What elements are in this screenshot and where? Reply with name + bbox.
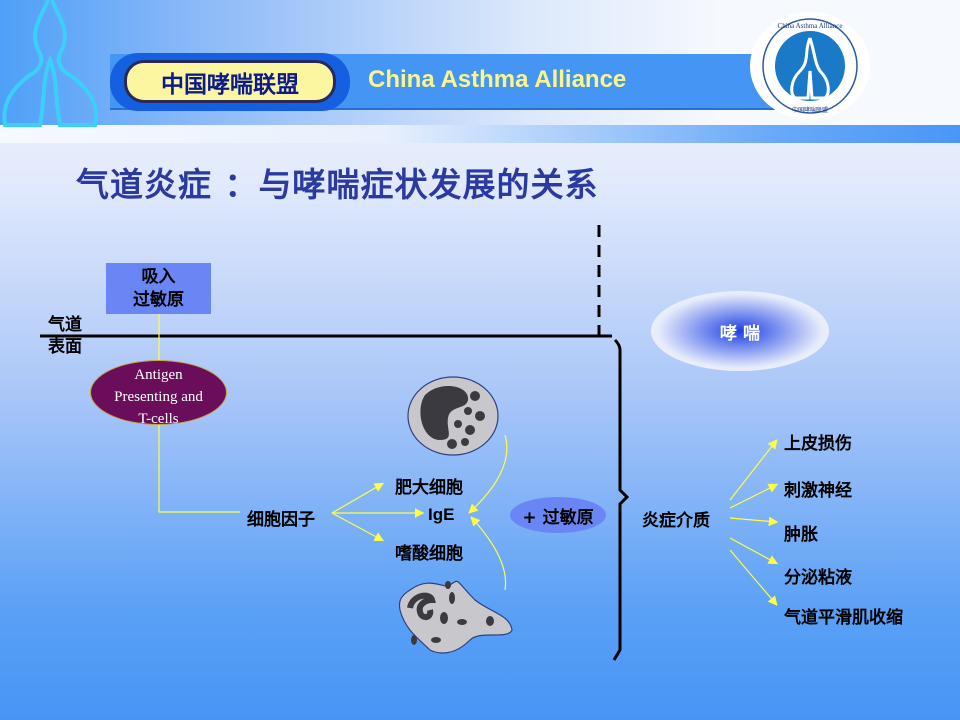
- eosinophils-label: 嗜酸细胞: [395, 544, 463, 564]
- apc-oval: Antigen Presenting and T-cells: [90, 360, 227, 427]
- alliance-logo: China Asthma Alliance 中国哮喘联盟: [750, 12, 870, 120]
- lung-icon: [2, 0, 99, 127]
- effect-mucus-secretion: 分泌粘液: [784, 568, 852, 588]
- apc-line3: T-cells: [138, 411, 179, 427]
- slide-title: 气道炎症 ：与哮喘症状发展的关系: [76, 165, 599, 204]
- logo-text-en: China Asthma Alliance: [778, 22, 843, 30]
- eosinophil-image: [398, 580, 513, 654]
- arrow-to-eos: [331, 512, 385, 542]
- inhaled-allergen-box: 吸入 过敏原: [106, 263, 211, 314]
- apc-line1: Antigen: [134, 367, 183, 383]
- allergen-line1: 吸入: [141, 267, 176, 287]
- effect-nerve-stimulation: 刺激神经: [784, 481, 852, 501]
- airway-label-line2: 表面: [48, 337, 82, 357]
- mast-cell-image: [407, 376, 499, 456]
- org-name-en: China Asthma Alliance: [368, 66, 627, 93]
- mast-cells-label: 肥大细胞: [395, 478, 463, 498]
- mediators-label: 炎症介质: [642, 511, 710, 531]
- logo-text-cn: 中国哮喘联盟: [792, 106, 828, 114]
- effect-swelling: 肿胀: [784, 525, 818, 545]
- apc-to-cytokines-line: [158, 425, 240, 513]
- cytokines-label: 细胞因子: [247, 510, 315, 530]
- effect-smooth-muscle-contraction: 气道平滑肌收缩: [784, 608, 903, 628]
- effect-arrows: [729, 439, 779, 606]
- asthma-oval: 哮 喘: [651, 291, 829, 371]
- airway-surface-label: 气道 表面: [48, 314, 82, 358]
- ige-label: IgE: [428, 505, 455, 524]
- arrow-eos-to-ige: [470, 516, 507, 591]
- airway-label-line1: 气道: [48, 315, 82, 335]
- arrow-to-mast: [331, 482, 385, 514]
- apc-line2: Presenting and: [114, 389, 203, 405]
- plus-allergen-oval: + 过敏原: [510, 497, 606, 533]
- brace: [612, 338, 630, 661]
- org-name-cn: 中国哮喘联盟: [124, 60, 336, 103]
- header-stripe: [0, 125, 960, 143]
- allergen-line2: 过敏原: [133, 290, 184, 310]
- arrow-mast-to-ige: [468, 434, 508, 514]
- effect-epithelial-damage: 上皮损伤: [784, 434, 852, 454]
